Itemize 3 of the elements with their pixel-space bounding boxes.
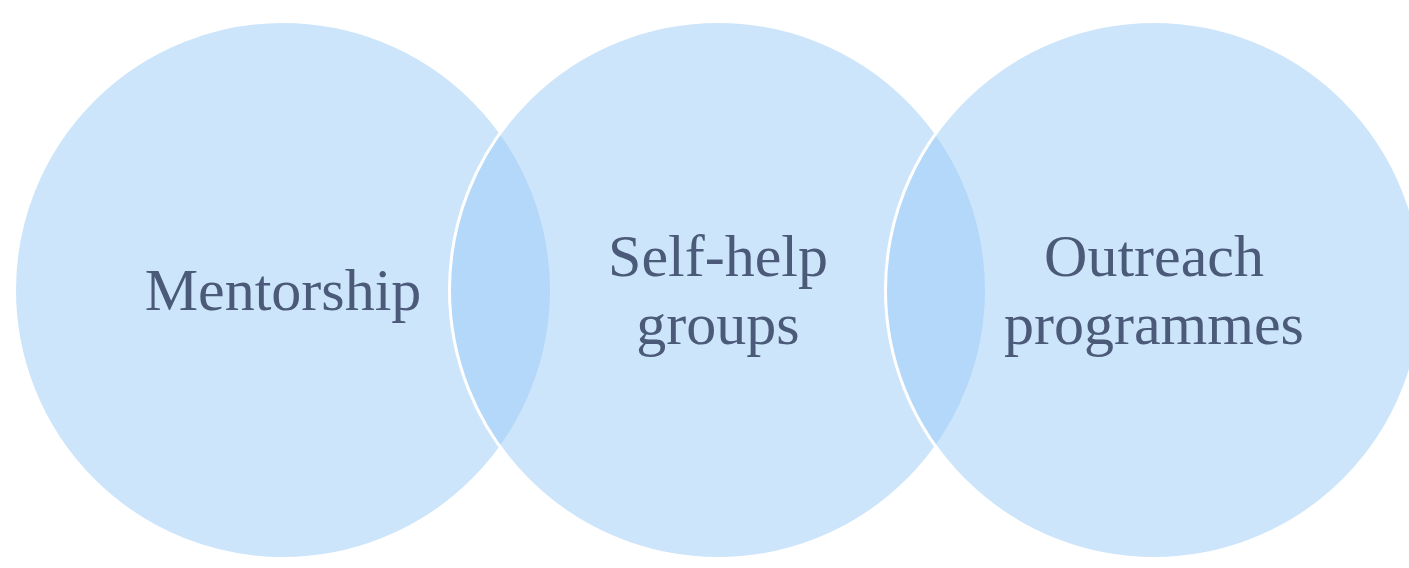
circle-label: Self-help groups [607,222,829,358]
circle-label: Mentorship [143,256,423,324]
circle-label: Outreach programmes [1003,222,1305,358]
